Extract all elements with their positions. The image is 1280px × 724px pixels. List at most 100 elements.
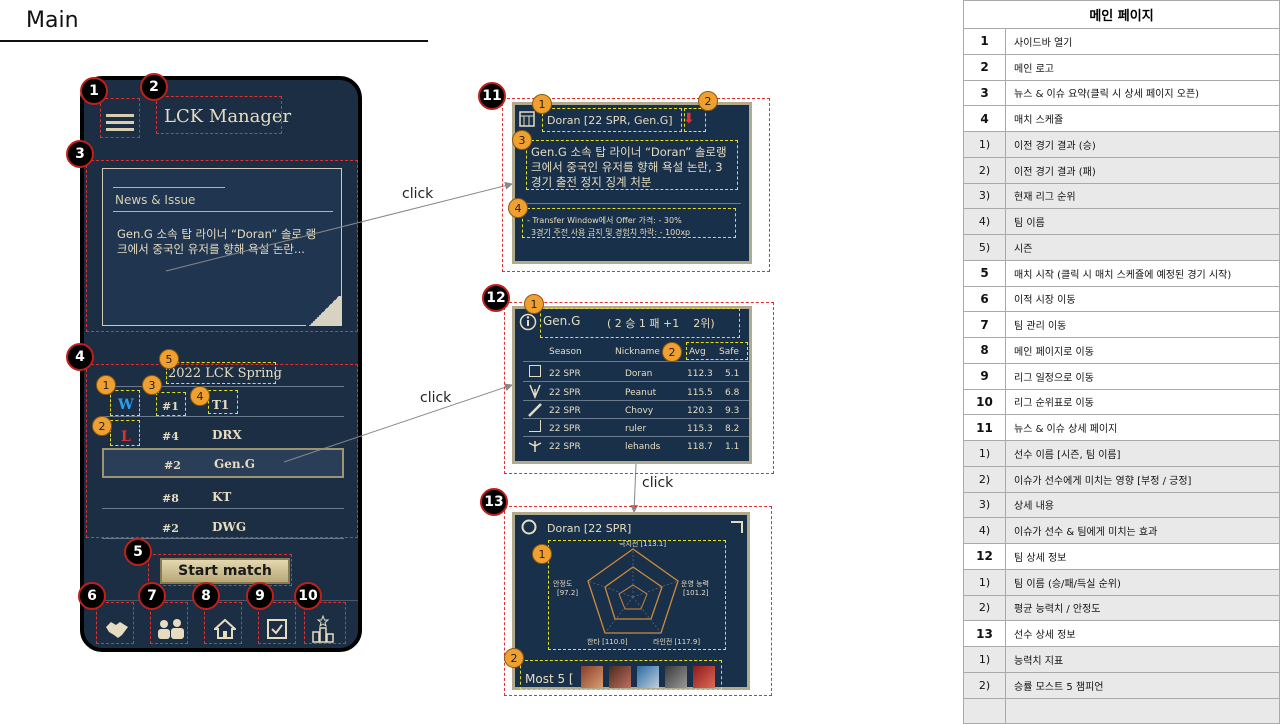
- spec-number: 11: [963, 414, 1006, 441]
- spec-description: 뉴스 & 이슈 상세 페이지: [1005, 414, 1280, 441]
- marker: 6: [78, 582, 106, 610]
- marker: 4: [66, 343, 94, 371]
- divider: [113, 187, 225, 188]
- cell: Chovy: [625, 406, 654, 416]
- spec-description: 평균 능력치 / 안정도: [1005, 594, 1280, 622]
- annotation-box: [148, 554, 292, 586]
- team-rank: #1: [162, 400, 179, 413]
- ability-radar-chart: [587, 548, 679, 634]
- annotation-box: [156, 96, 282, 134]
- spec-number: 2): [963, 594, 1006, 622]
- cell: 22 SPR: [549, 424, 581, 434]
- annotation-box: [110, 420, 140, 446]
- spec-number: 2): [963, 671, 1006, 699]
- spec-number: 2): [963, 465, 1006, 493]
- spec-row: 2)이슈가 선수에게 미치는 영향 [부정 / 긍정]: [963, 465, 1280, 493]
- divider: [523, 400, 749, 401]
- spec-description: 메인 페이지로 이동: [1005, 337, 1280, 364]
- spec-description: 선수 이름 [시즌, 팀 이름]: [1005, 440, 1280, 467]
- cell: 6.8: [725, 388, 740, 398]
- column-header: Nickname: [615, 347, 660, 357]
- sub-marker: 1: [532, 94, 552, 114]
- annotation-box: [520, 660, 722, 690]
- cell: 118.7: [687, 442, 713, 452]
- radar-label: [101.2]: [683, 589, 709, 597]
- spec-number: 1): [963, 440, 1006, 467]
- team-rank: #4: [162, 430, 179, 443]
- app-logo: LCK Manager: [164, 106, 292, 127]
- spec-description: 이적 시장 이동: [1005, 285, 1280, 313]
- marker: 13: [480, 488, 508, 516]
- menu-icon[interactable]: [106, 114, 134, 131]
- spec-row: 3)상세 내용: [963, 491, 1280, 519]
- expand-icon[interactable]: [731, 521, 743, 533]
- page-fold-icon: [306, 296, 342, 326]
- home-icon[interactable]: [208, 612, 242, 646]
- spec-number: 4): [963, 208, 1006, 235]
- cell: ruler: [625, 424, 647, 434]
- spec-description: 리그 순위표로 이동: [1005, 388, 1280, 416]
- spec-number: 1): [963, 646, 1006, 673]
- radar-label: [97.2]: [557, 589, 579, 597]
- spec-row: 1)능력치 지표: [963, 646, 1280, 673]
- team-rank: #2: [162, 522, 179, 535]
- sub-marker: 5: [159, 349, 179, 369]
- news-issue-card[interactable]: News & Issue Gen.G 소속 탑 라이너 “Doran” 솔로 랭…: [102, 168, 342, 326]
- annotation-box: [100, 98, 140, 138]
- champion-portrait: [609, 666, 631, 688]
- annotation-box: [522, 208, 736, 238]
- cell: Peanut: [625, 388, 657, 398]
- marker: 10: [294, 582, 322, 610]
- sub-marker: 2: [92, 416, 112, 436]
- title-underline: [0, 40, 428, 42]
- match-row-selected[interactable]: #2 Gen.G: [102, 448, 344, 478]
- match-row[interactable]: #2 DWG: [102, 516, 344, 540]
- checkbox-icon[interactable]: [260, 612, 294, 646]
- spec-number: 1: [963, 28, 1006, 55]
- spec-description: 이슈가 선수에게 미치는 영향 [부정 / 긍정]: [1005, 465, 1280, 493]
- spec-number: 9: [963, 362, 1006, 390]
- cell: 8.2: [725, 424, 740, 434]
- radar-label: 안정도: [553, 580, 573, 588]
- spec-number: 3: [963, 79, 1006, 107]
- divider: [102, 538, 344, 539]
- annotation-box: [548, 540, 726, 650]
- player-label: Doran [22 SPR, Gen.G]: [547, 114, 673, 127]
- start-match-button[interactable]: Start match: [160, 558, 290, 584]
- spec-description: 팀 상세 정보: [1005, 543, 1280, 570]
- team-name: KT: [212, 490, 232, 504]
- sub-marker: 2: [662, 342, 682, 362]
- match-row[interactable]: #8 KT: [102, 486, 344, 510]
- column-header: Season: [549, 347, 582, 357]
- sub-marker: 4: [508, 198, 528, 218]
- spec-description: 이전 경기 결과 (패): [1005, 156, 1280, 184]
- divider: [523, 436, 749, 437]
- spec-number: 4: [963, 105, 1006, 132]
- match-row[interactable]: #1 T1: [102, 394, 344, 418]
- spec-number: 5): [963, 234, 1006, 261]
- divider: [523, 203, 741, 204]
- marker: 2: [140, 73, 168, 101]
- annotation-box: [258, 602, 296, 644]
- spec-row: 2)평균 능력치 / 안정도: [963, 594, 1280, 622]
- ranking-icon[interactable]: [306, 612, 340, 646]
- annotation-box: [96, 602, 134, 644]
- most5-label: Most 5 [: [525, 672, 574, 686]
- sub-marker: 2: [504, 648, 524, 668]
- marker: 1: [80, 77, 108, 105]
- match-row[interactable]: #4 DRX: [102, 424, 344, 448]
- team-icon[interactable]: [154, 612, 188, 646]
- annotation-box: [150, 602, 188, 644]
- news-detail-body: Gen.G 소속 탑 라이너 “Doran” 솔로랭크에서 중국인 유저를 향해…: [531, 145, 727, 189]
- handshake-icon[interactable]: [100, 612, 134, 646]
- spec-description: 메인 로고: [1005, 53, 1280, 81]
- annotation-box: [86, 364, 358, 538]
- annotation-box: [686, 342, 748, 360]
- column-header: Safe: [719, 347, 739, 357]
- cell: 112.3: [687, 369, 713, 379]
